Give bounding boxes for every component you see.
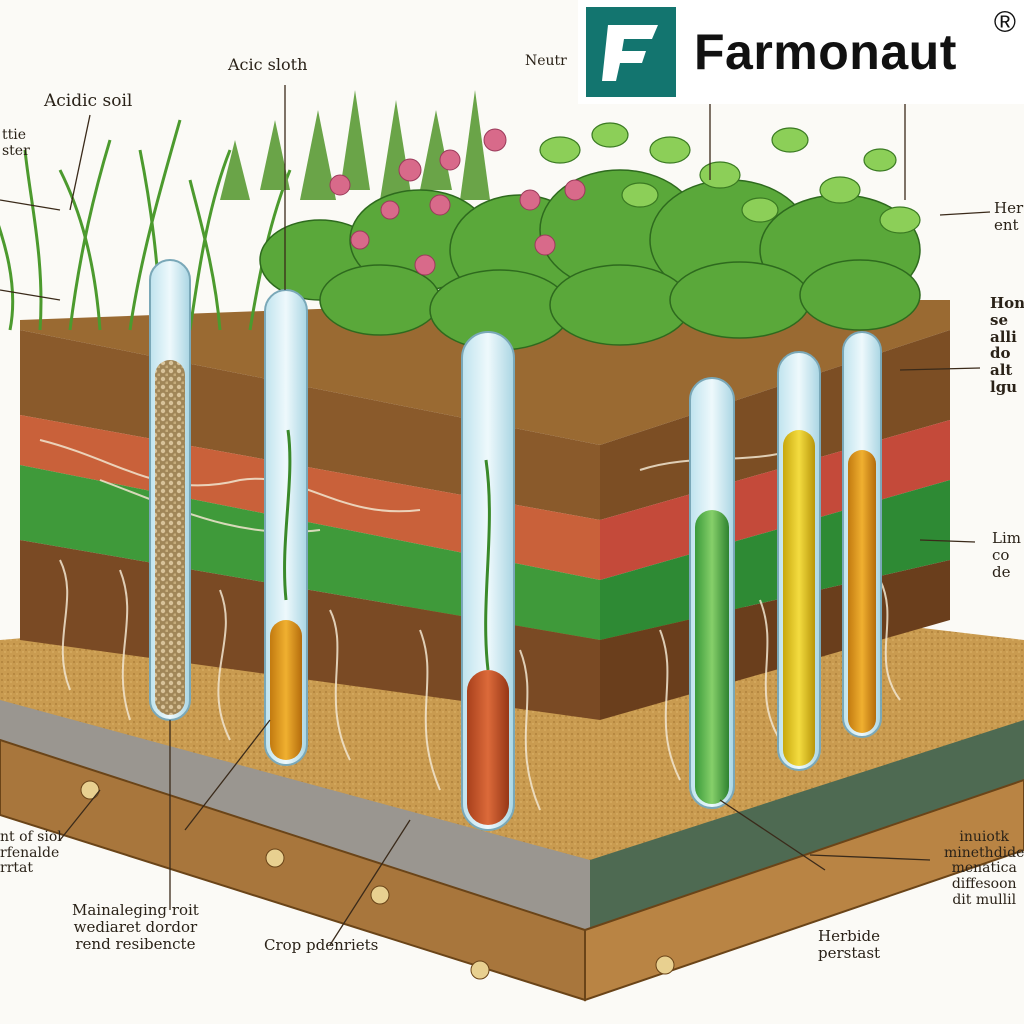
test-tube-1 — [149, 259, 191, 721]
test-tube-3 — [461, 331, 515, 831]
leader-lines — [0, 85, 991, 946]
label-herb-ent: Her ent — [994, 199, 1024, 234]
vegetation — [0, 90, 921, 351]
label-acidic-soil: Acidic soil — [44, 91, 133, 111]
label-neutr: Neutr — [525, 53, 567, 69]
test-tube-5 — [777, 351, 821, 771]
test-tube-6 — [842, 331, 882, 738]
label-bottom-right: inuiotk minethdide menatica diffesoon di… — [944, 829, 1024, 908]
label-hon-block: Hon se alli do alt lgu — [990, 294, 1024, 396]
label-lim-block: Lim co de — [992, 529, 1021, 581]
test-tube-4 — [689, 377, 735, 809]
wooden-frame — [0, 738, 1024, 1002]
registered-mark: ® — [993, 6, 1016, 39]
label-left-edge-top: ttie ster — [2, 127, 30, 159]
label-crop-pdenriets: Crop pdenriets — [264, 936, 379, 954]
test-tube-2 — [264, 289, 308, 766]
brand-name: Farmonaut — [694, 24, 957, 80]
brand-logo[interactable]: Farmonaut ® — [578, 0, 1024, 104]
farmonaut-logo-icon — [586, 7, 676, 97]
label-bottom-left: nt of siol rfenalde rrtat — [0, 829, 62, 877]
label-mainaleging: Mainaleging roit wediaret dordor rend re… — [72, 901, 199, 953]
label-herbide-perstast: Herbide perstast — [818, 927, 881, 962]
label-acic-sloth: Acic sloth — [228, 55, 308, 74]
